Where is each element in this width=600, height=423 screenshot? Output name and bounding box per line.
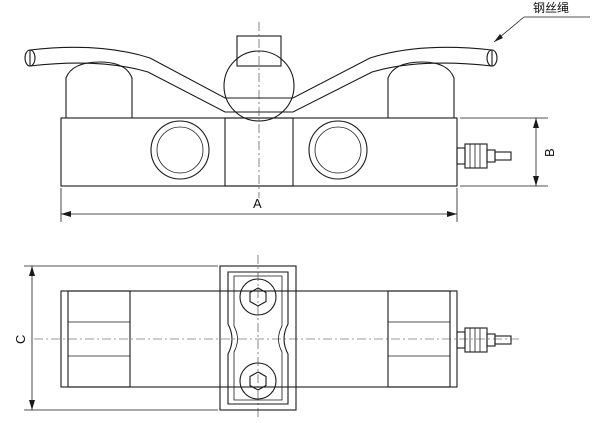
dim-c: C (13, 265, 218, 411)
right-hole-inner (314, 126, 362, 174)
right-saddle (387, 61, 455, 119)
dim-c-label: C (13, 335, 28, 344)
top-connector (456, 327, 512, 353)
dim-b-label: B (542, 148, 557, 157)
front-connector (456, 143, 512, 169)
dim-a-label: A (253, 196, 262, 211)
dim-a: A (60, 188, 458, 222)
rope-end-right (486, 49, 498, 67)
left-saddle (65, 61, 133, 119)
left-hole-inner (156, 126, 204, 174)
rope-end-left (24, 49, 36, 67)
dim-b: B (460, 117, 557, 187)
front-view: A B 钢丝绳 (24, 1, 590, 222)
top-view: C (13, 255, 520, 418)
front-center-block (224, 117, 294, 187)
rope-leader: 钢丝绳 (493, 1, 590, 43)
left-hole-outer (150, 120, 210, 180)
rope-label: 钢丝绳 (533, 1, 569, 15)
right-hole-outer (308, 120, 368, 180)
top-clamp-inner (227, 271, 289, 405)
wire-rope (29, 46, 493, 113)
